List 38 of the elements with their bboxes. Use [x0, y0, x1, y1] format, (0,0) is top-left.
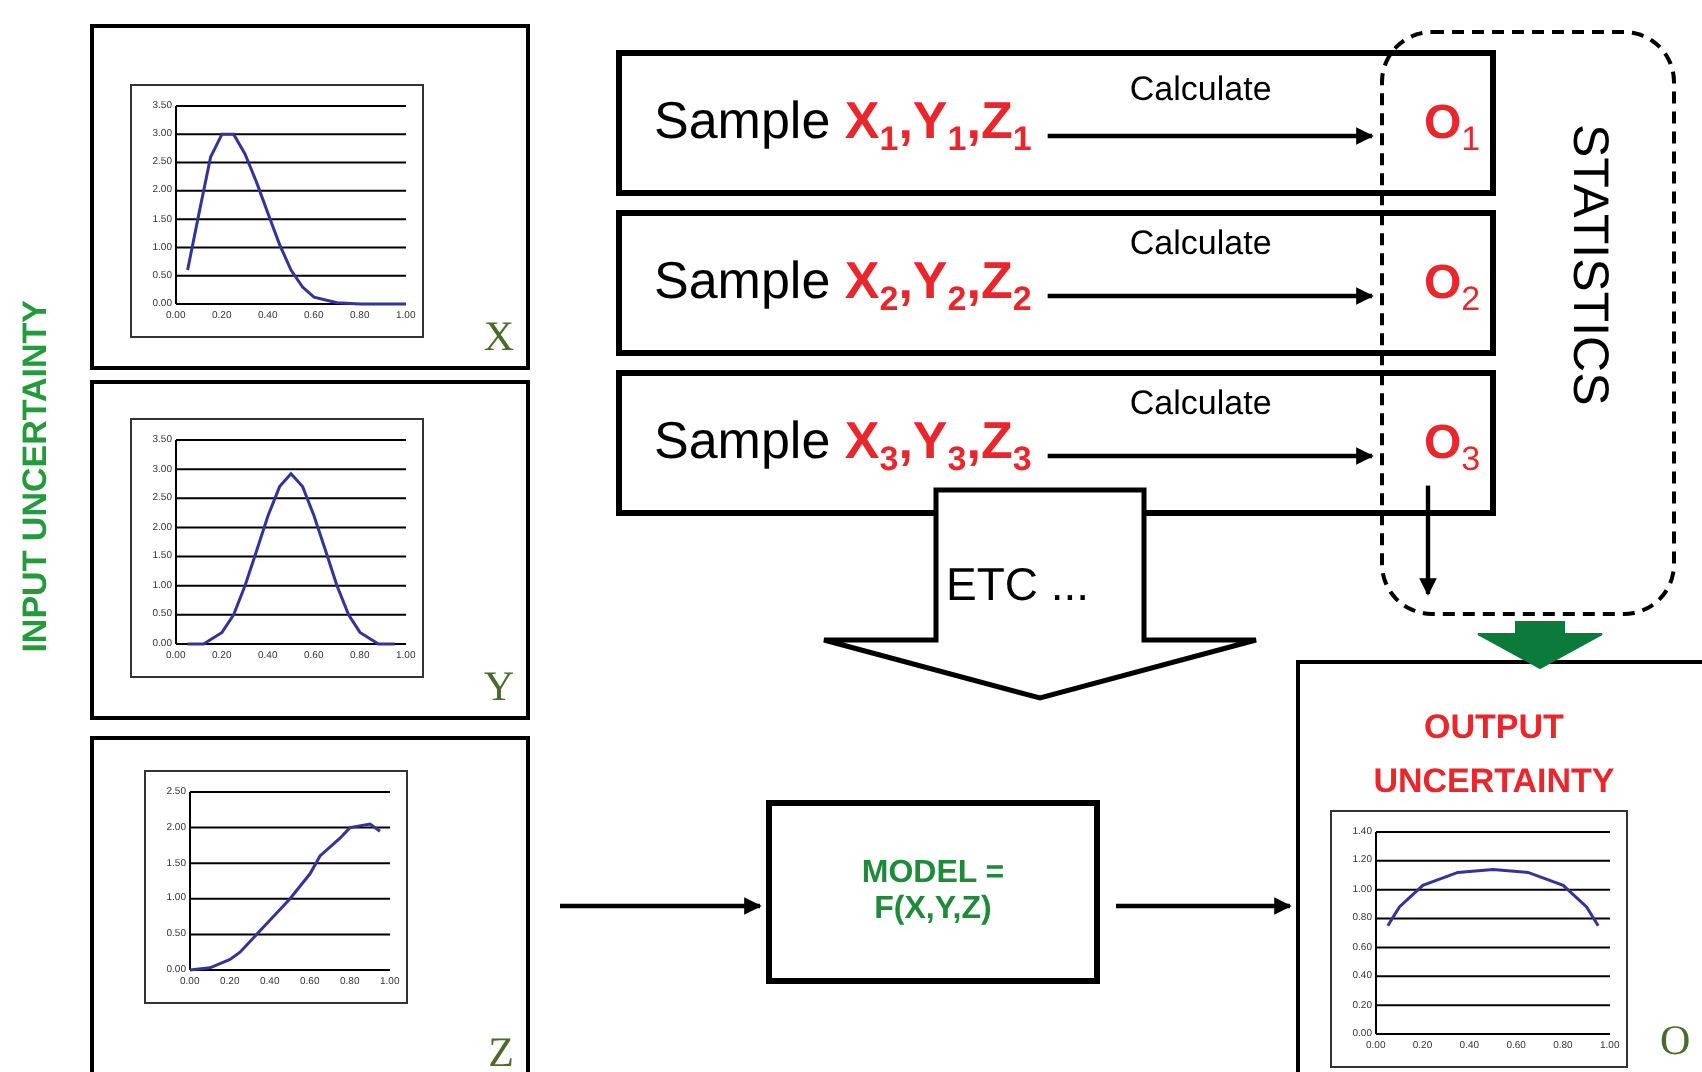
output-symbol: O$_{1}$ — [1424, 96, 1481, 160]
model-box — [766, 800, 1100, 984]
chart-panel — [90, 736, 530, 1072]
sample-text: Sample X$_{3}$,Y$_{3}$,Z$_{3}$ — [654, 410, 1032, 481]
output-symbol: O$_{2}$ — [1424, 256, 1481, 320]
block-arrow — [820, 486, 1260, 702]
arrow — [1047, 287, 1374, 305]
arrow — [1047, 127, 1374, 145]
process-box — [616, 50, 1496, 196]
line-chart — [1330, 810, 1628, 1068]
chart-panel — [90, 24, 530, 370]
arrow — [560, 897, 762, 915]
arrow — [1116, 897, 1292, 915]
dashed-group-box — [1380, 30, 1676, 616]
edge-label: Calculate — [1129, 224, 1272, 264]
arrow — [1047, 447, 1374, 465]
panel-label: Y — [483, 662, 514, 712]
panel-label: Z — [488, 1028, 514, 1072]
vertical-heading: INPUT UNCERTAINTY — [16, 300, 56, 653]
sample-text: Sample X$_{1}$,Y$_{1}$,Z$_{1}$ — [654, 90, 1032, 161]
edge-label: Calculate — [1129, 70, 1272, 110]
sample-text: Sample X$_{2}$,Y$_{2}$,Z$_{2}$ — [654, 250, 1032, 321]
line-chart — [130, 418, 424, 678]
model-label: MODEL = F(X,Y,Z) — [859, 856, 1007, 928]
process-box — [616, 210, 1496, 356]
panel-title: OUTPUT UNCERTAINTY — [1371, 706, 1617, 804]
block-arrow — [1477, 621, 1603, 670]
panel-label: X — [483, 312, 514, 362]
arrow-label: ETC ... — [946, 558, 1090, 612]
output-symbol: O$_{3}$ — [1424, 416, 1481, 480]
group-title: STATISTICS — [1560, 124, 1618, 406]
line-chart — [130, 84, 424, 338]
arrow — [1419, 485, 1437, 596]
line-chart — [144, 770, 408, 1004]
edge-label: Calculate — [1129, 384, 1272, 424]
chart-panel — [1296, 660, 1702, 1072]
chart-panel — [90, 380, 530, 720]
panel-label: O — [1660, 1016, 1691, 1066]
